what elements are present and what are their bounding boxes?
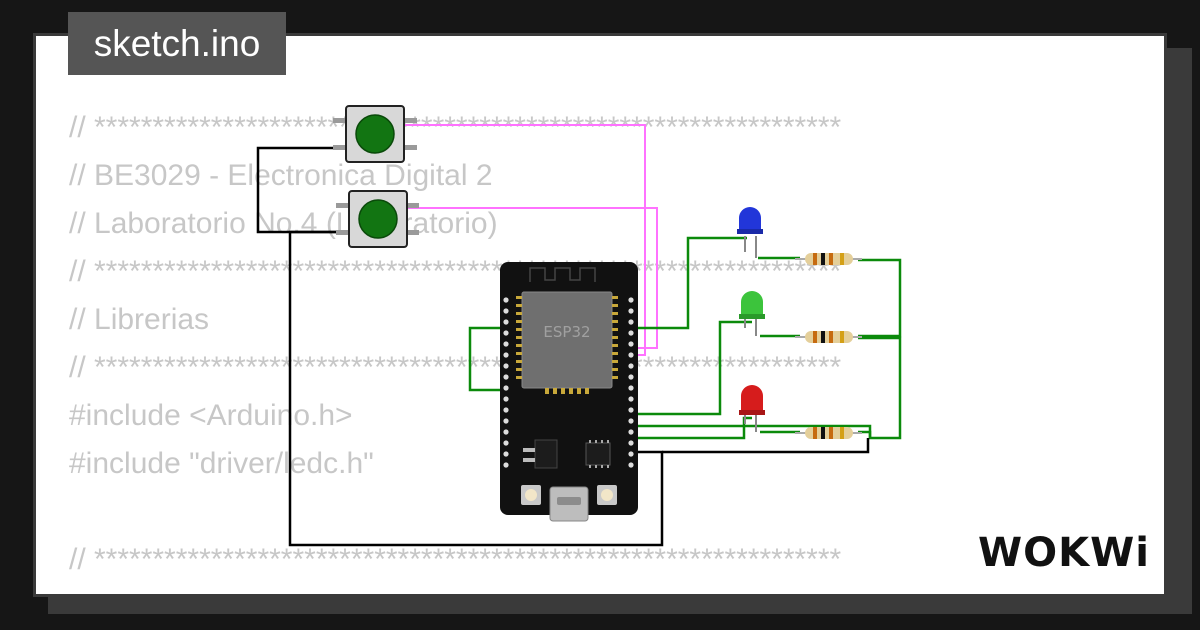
right-pin-header <box>628 297 634 468</box>
led-red-body-icon <box>741 385 763 411</box>
antenna-icon <box>529 267 596 282</box>
wire-ground-right <box>662 438 870 454</box>
led-green-body-icon <box>741 291 763 315</box>
wire-res-green-red <box>858 336 902 440</box>
board-label: ESP32 <box>543 323 590 341</box>
wifi-module <box>521 291 613 389</box>
voltage-regulator <box>534 439 558 469</box>
code-line: // BE3029 - Electronica Digital 2 <box>69 159 493 192</box>
button-cap-icon[interactable] <box>355 114 395 154</box>
wire-res-blue-green <box>858 258 902 338</box>
boot-button-cap-icon[interactable] <box>601 489 613 501</box>
file-name-tab[interactable]: sketch.ino <box>68 12 286 75</box>
code-line: // *************************************… <box>69 351 842 384</box>
code-background: // *************************************… <box>69 104 841 584</box>
esp32-board[interactable]: ESP32 <box>500 262 638 522</box>
wire-button-ground <box>256 146 350 234</box>
code-line: // *************************************… <box>69 255 842 288</box>
code-line: // *************************************… <box>69 111 842 144</box>
led-blue[interactable] <box>737 207 763 258</box>
wire-button2-signal <box>405 207 658 349</box>
led-blue-body-icon <box>739 207 761 230</box>
en-button-cap-icon[interactable] <box>525 489 537 501</box>
code-line: // Librerias <box>69 303 210 336</box>
button-cap-icon[interactable] <box>358 199 398 239</box>
wokwi-logo: WOKWi <box>978 530 1150 576</box>
left-pin-header <box>503 297 509 468</box>
push-button-2[interactable] <box>336 190 419 248</box>
push-button-1[interactable] <box>333 105 417 163</box>
module-pads <box>516 296 618 394</box>
wire-green-led <box>630 320 752 416</box>
ground-wires <box>256 146 870 547</box>
resistor-3[interactable] <box>795 427 862 439</box>
code-line: // *************************************… <box>69 543 842 576</box>
resistor-1[interactable] <box>795 253 862 265</box>
resistor-2[interactable] <box>795 331 862 343</box>
usb-chip <box>585 442 611 466</box>
code-line: #include "driver/ledc.h" <box>69 447 374 480</box>
wire-gnd-rail <box>630 424 872 438</box>
code-line: #include <Arduino.h> <box>69 399 353 432</box>
led-red[interactable] <box>739 385 765 432</box>
brand-name: WOKWi <box>978 530 1150 576</box>
wire-button-to-esp <box>288 230 664 547</box>
led-green[interactable] <box>739 291 765 336</box>
